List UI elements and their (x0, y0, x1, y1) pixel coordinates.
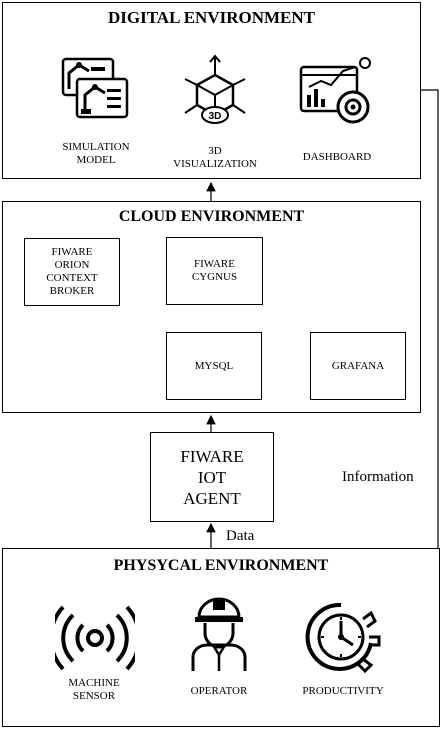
3d-badge-text: 3D (209, 111, 222, 122)
dashboard-icon (299, 57, 371, 124)
operator-label: OPERATOR (190, 685, 248, 697)
digital-environment-panel: DIGITAL ENVIRONMENT SIMULATION MODEL 3D … (2, 2, 421, 179)
information-flow-label: Information (342, 469, 414, 485)
dashboard-label: DASHBOARD (302, 151, 372, 163)
mysql-node: MYSQL (166, 332, 262, 400)
machine-sensor-label: MACHINE SENSOR (68, 677, 120, 702)
grafana-node: GRAFANA (310, 332, 406, 400)
operator-icon (191, 597, 247, 671)
cloud-environment-title: CLOUD ENVIRONMENT (118, 208, 305, 225)
3d-cube-icon: 3D (184, 54, 246, 124)
simulation-model-label: SIMULATION MODEL (62, 141, 130, 166)
simulation-icon (61, 57, 129, 119)
fiware-iot-agent-node: FIWARE IOT AGENT (150, 432, 274, 522)
3d-visualization-label: 3D VISUALIZATION (173, 145, 257, 170)
fiware-cygnus-node: FIWARE CYGNUS (166, 237, 263, 305)
data-flow-label: Data (226, 528, 255, 544)
productivity-gear-icon (305, 602, 381, 674)
digital-environment-title: DIGITAL ENVIRONMENT (107, 8, 316, 27)
productivity-label: PRODUCTIVITY (302, 685, 384, 697)
physical-environment-panel: PHYSYCAL ENVIRONMENT MACHINE SENSOR OPER… (2, 548, 440, 727)
sensor-icon (55, 605, 135, 671)
physical-environment-title: PHYSYCAL ENVIRONMENT (113, 557, 329, 574)
fiware-orion-context-broker-node: FIWARE ORION CONTEXT BROKER (24, 238, 120, 306)
